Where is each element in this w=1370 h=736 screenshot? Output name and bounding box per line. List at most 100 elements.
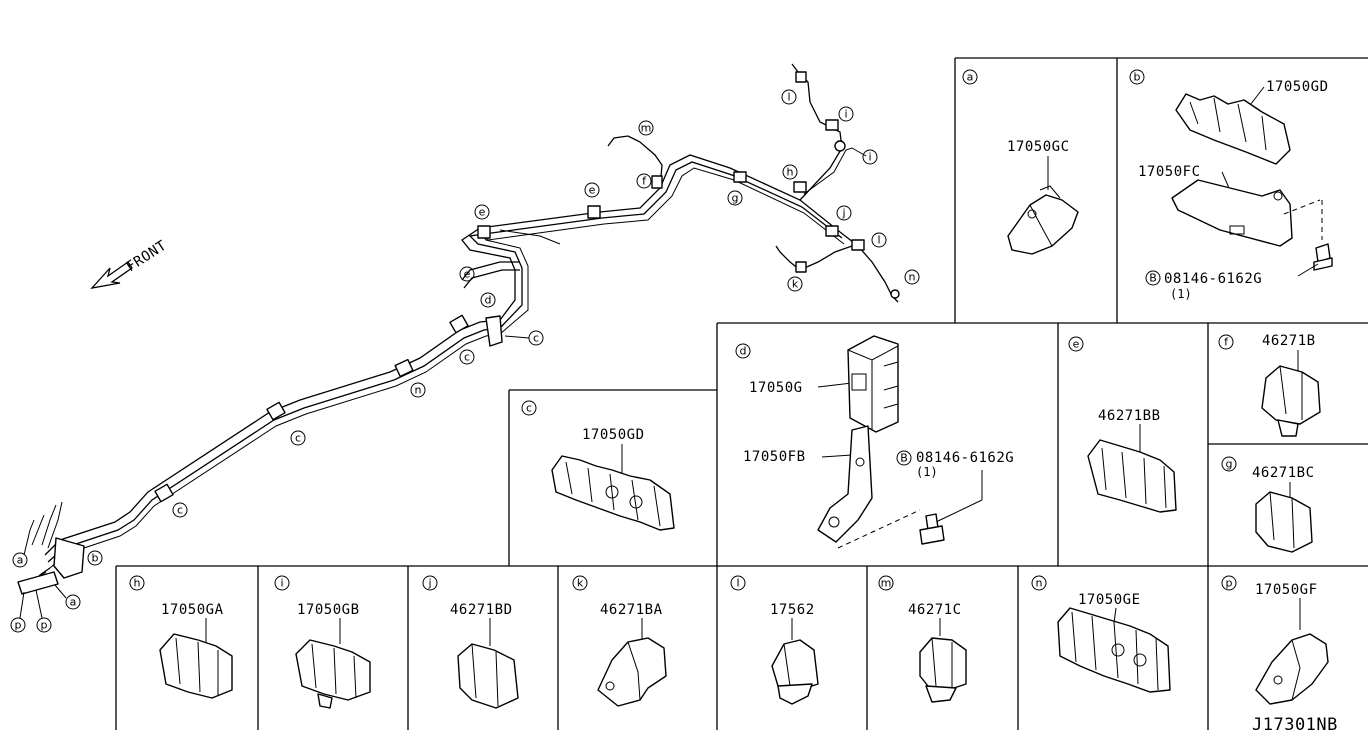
overview-callouts: a a b p p c c c c n d e e e f g h i i j … (10, 89, 920, 633)
front-arrow: FRONT (90, 238, 170, 289)
svg-text:e: e (589, 184, 596, 197)
callout-h: h (782, 164, 798, 180)
svg-text:h: h (787, 166, 794, 179)
svg-text:p: p (41, 619, 48, 632)
panel-a: a 17050GC (962, 69, 1079, 255)
svg-text:a: a (70, 596, 77, 609)
callout-c2: c (290, 430, 306, 446)
callout-b: b (87, 550, 103, 566)
bolt-marker-b: B (1149, 272, 1157, 285)
panel-p: p 17050GF (1221, 575, 1329, 705)
svg-text:n: n (909, 271, 916, 284)
panel-h: h 17050GA (129, 575, 233, 699)
part-17050GE: 17050GE (1078, 592, 1141, 608)
callout-a1: a (12, 552, 28, 568)
part-46271B: 46271B (1262, 333, 1316, 349)
panel-j-letter: j (427, 577, 431, 590)
part-17050GC: 17050GC (1007, 139, 1070, 155)
part-17562: 17562 (770, 602, 815, 618)
svg-text:d: d (485, 294, 492, 307)
panel-n-letter: n (1036, 577, 1043, 590)
callout-i2: i (862, 149, 878, 165)
svg-text:a: a (17, 554, 24, 567)
panel-b-letter: b (1134, 71, 1141, 84)
svg-text:k: k (792, 278, 799, 291)
svg-text:j: j (841, 207, 845, 220)
part-46271C: 46271C (908, 602, 962, 618)
panel-k-letter: k (577, 577, 584, 590)
panel-c: c 17050GD (521, 400, 675, 531)
part-17050FB: 17050FB (743, 449, 806, 465)
qty-d: (1) (916, 465, 938, 479)
panel-e: e 46271BB (1068, 336, 1177, 513)
part-17050G: 17050G (749, 380, 803, 396)
svg-text:n: n (415, 384, 422, 397)
bolt-marker-d: B (900, 452, 908, 465)
panel-p-letter: p (1226, 577, 1233, 590)
panel-f-letter: f (1224, 336, 1229, 349)
svg-text:c: c (177, 504, 183, 517)
svg-text:l: l (787, 91, 790, 104)
svg-text:e: e (464, 268, 471, 281)
panel-c-letter: c (526, 402, 532, 415)
callout-g: g (727, 190, 743, 206)
svg-text:m: m (641, 122, 652, 135)
part-17050GD: 17050GD (1266, 79, 1329, 95)
callout-m: m (638, 120, 654, 136)
svg-text:f: f (642, 175, 647, 188)
part-17050GD-c: 17050GD (582, 427, 645, 443)
part-46271BA: 46271BA (600, 602, 663, 618)
callout-i1: i (838, 106, 854, 122)
part-17050GF: 17050GF (1255, 582, 1318, 598)
panel-g: g 46271BC (1221, 456, 1315, 553)
callout-c4: c (504, 330, 544, 346)
panel-k: k 46271BA (572, 575, 667, 707)
svg-text:c: c (533, 332, 539, 345)
svg-text:i: i (868, 151, 871, 164)
callout-d: d (480, 292, 496, 308)
callout-a2: a (54, 584, 81, 610)
panel-b: b 17050GD 17050FC B 08146-6162G (1) (1129, 69, 1333, 301)
svg-text:i: i (844, 108, 847, 121)
panel-m: m 46271C (878, 575, 967, 703)
callout-f: f (636, 173, 652, 189)
qty-b: (1) (1170, 287, 1192, 301)
svg-text:b: b (92, 552, 99, 565)
callout-l1: l (781, 89, 797, 105)
panel-j: j 46271BD (422, 575, 519, 709)
svg-text:p: p (15, 619, 22, 632)
front-label: FRONT (123, 238, 169, 276)
panel-i-letter: i (280, 577, 283, 590)
callout-n2: n (904, 269, 920, 285)
panel-e-letter: e (1073, 338, 1080, 351)
callout-l2: l (871, 232, 887, 248)
svg-text:l: l (877, 234, 880, 247)
callout-e1: e (474, 204, 490, 220)
part-17050GB: 17050GB (297, 602, 360, 618)
callout-e3: e (584, 182, 600, 198)
part-17050FC: 17050FC (1138, 164, 1201, 180)
callout-c1: c (172, 502, 188, 518)
panel-a-letter: a (967, 71, 974, 84)
svg-text:c: c (295, 432, 301, 445)
panel-n: n 17050GE (1031, 575, 1171, 693)
callout-p2: p (35, 589, 52, 633)
panel-m-letter: m (881, 577, 892, 590)
panel-l: l 17562 (730, 575, 819, 705)
panel-h-letter: h (134, 577, 141, 590)
part-46271BD: 46271BD (450, 602, 513, 618)
part-46271BC: 46271BC (1252, 465, 1315, 481)
panel-f: f 46271B (1218, 333, 1321, 437)
svg-text:e: e (479, 206, 486, 219)
svg-text:g: g (732, 192, 739, 205)
part-08146-6162G-d: 08146-6162G (916, 450, 1014, 466)
panel-d-letter: d (740, 345, 747, 358)
callout-e2: e (459, 266, 475, 282)
tube-assembly (17, 63, 900, 595)
panel-grid (115, 57, 1368, 730)
part-17050GA: 17050GA (161, 602, 224, 618)
callout-p1: p (10, 591, 26, 633)
panel-l-letter: l (736, 577, 739, 590)
callout-k: k (787, 276, 803, 292)
